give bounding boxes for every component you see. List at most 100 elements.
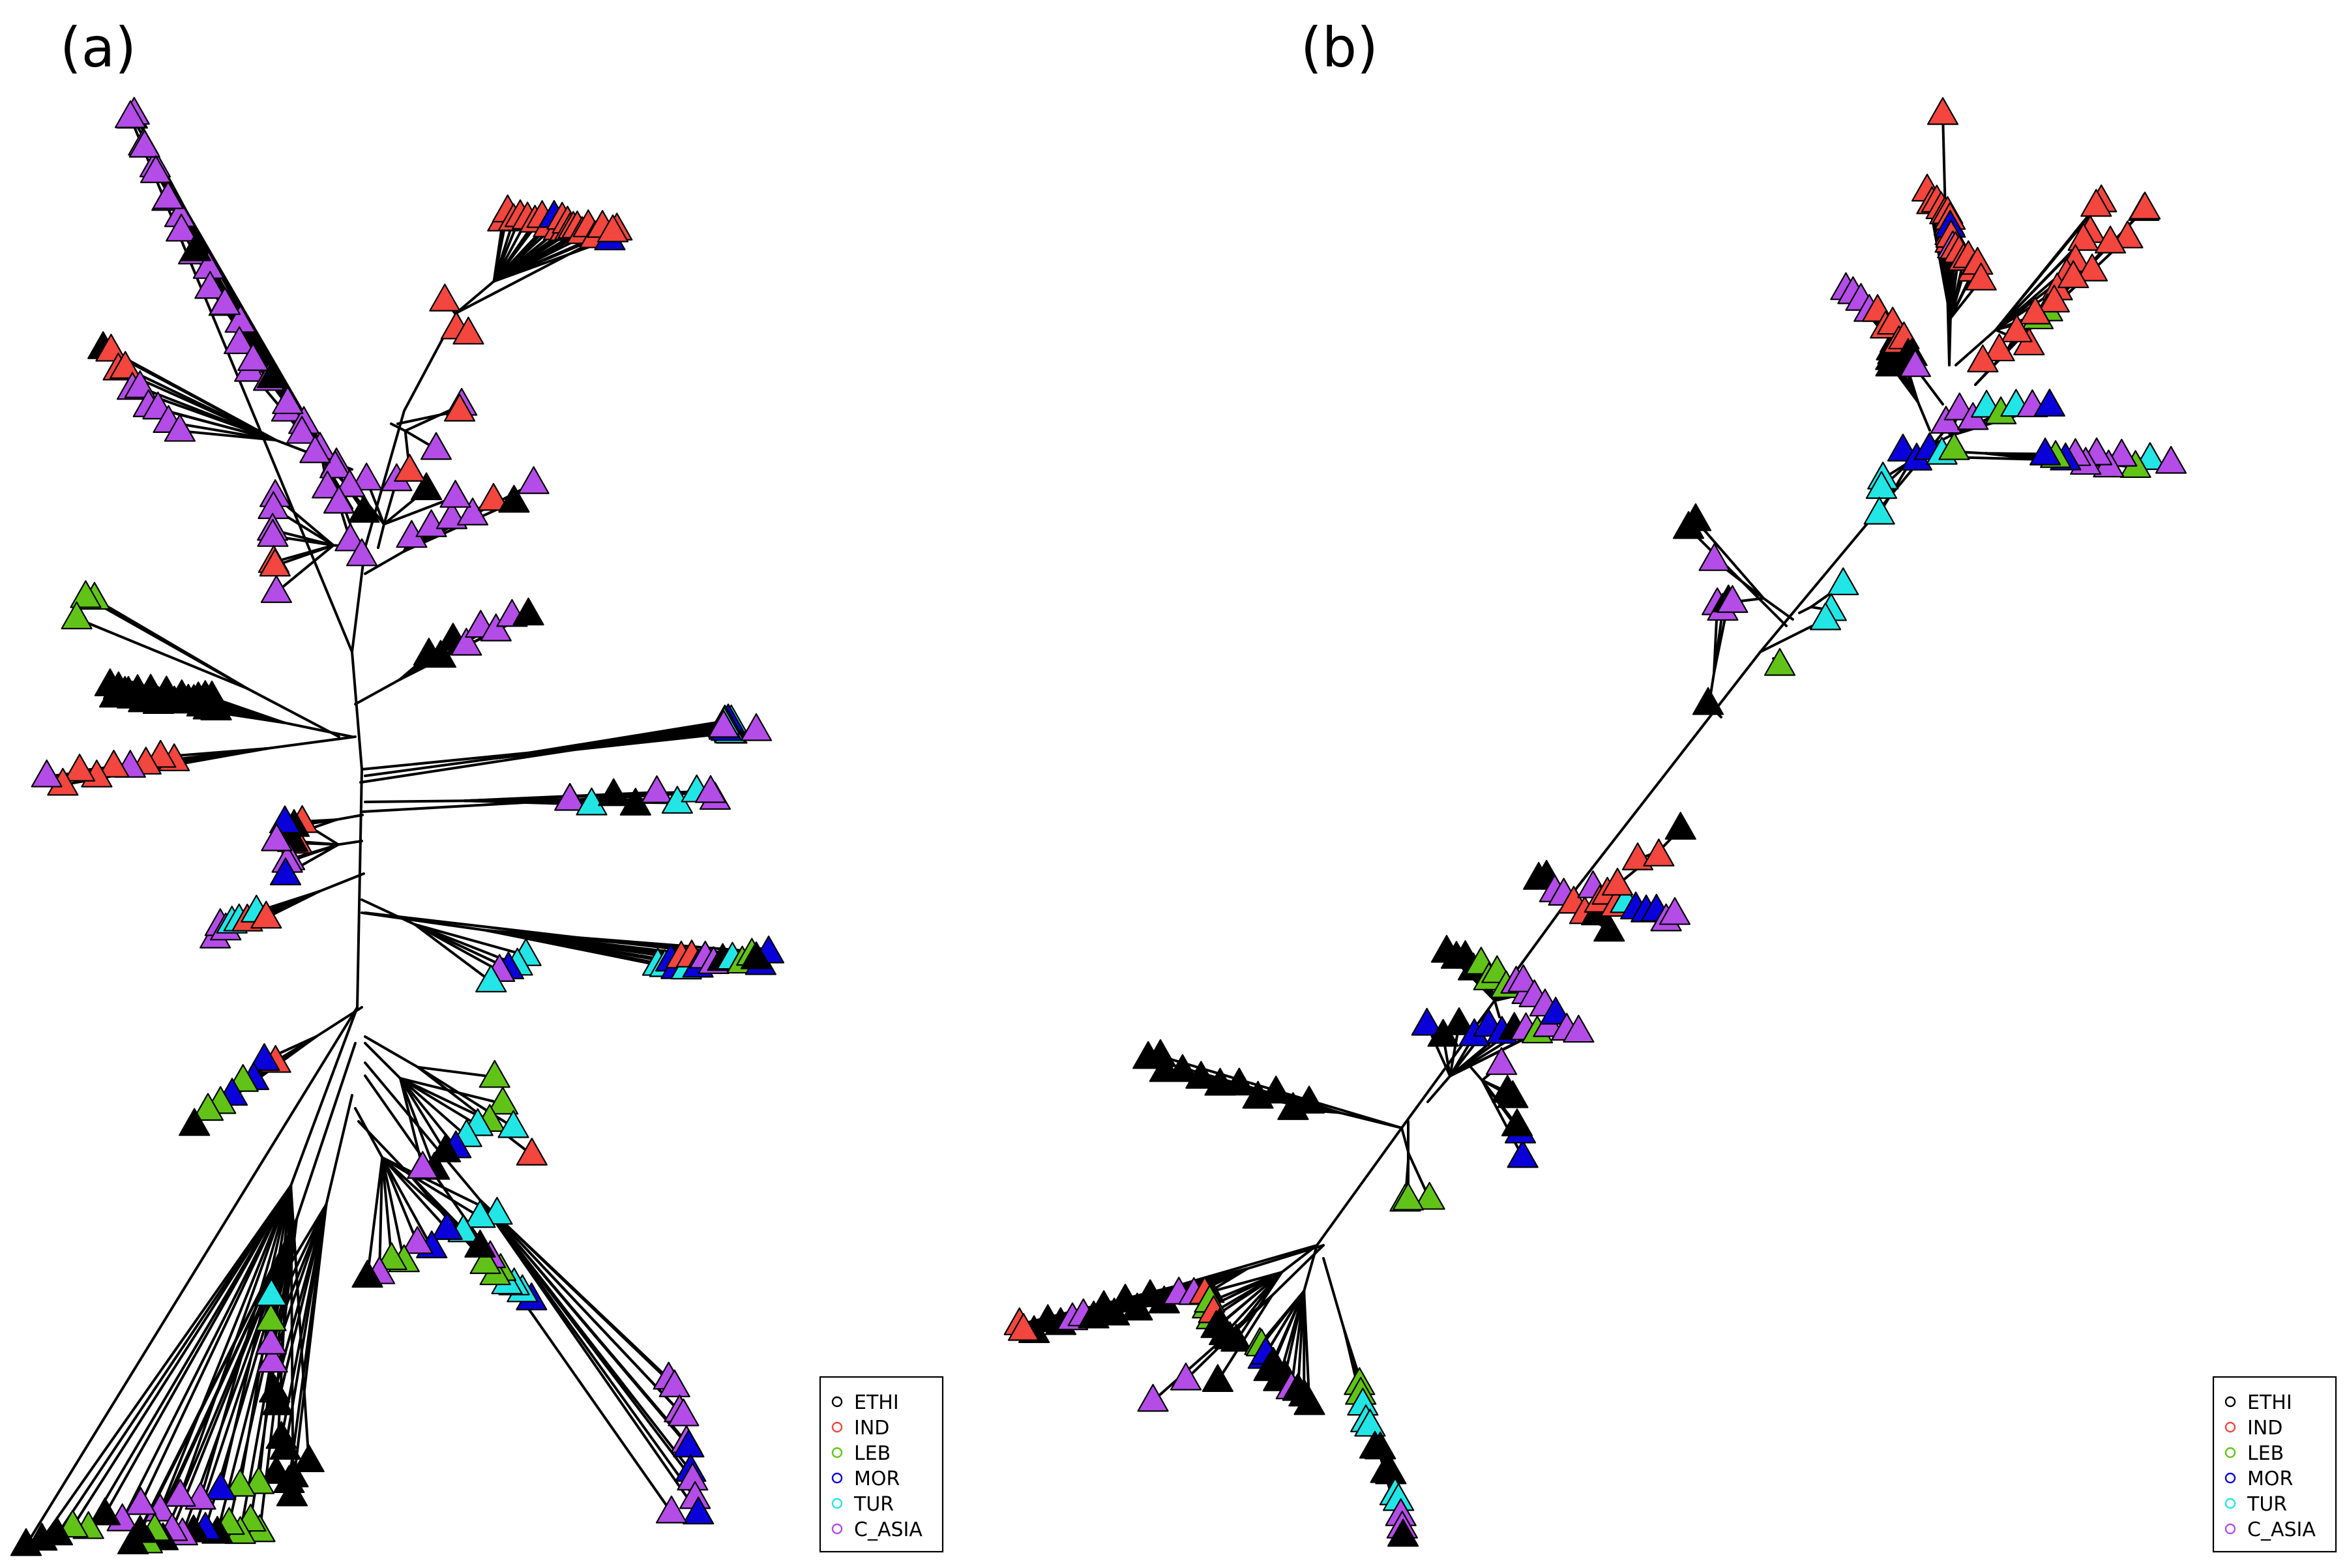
tip-c_asia-36 [256, 1344, 288, 1373]
tip-branch [399, 1077, 505, 1105]
tip-branch [413, 923, 527, 957]
panel-b-edges [1018, 113, 2172, 1537]
tip-c_asia-282 [655, 1495, 688, 1524]
clade-stem-16 [1798, 606, 1812, 614]
tip-ethi-0 [293, 1444, 325, 1473]
tip-c_asia-284 [114, 100, 147, 128]
tip-branch [270, 1203, 328, 1297]
tip-ethi-106 [1593, 913, 1625, 942]
tip-branch [1235, 1271, 1283, 1342]
tip-branch [273, 1203, 328, 1393]
tip-branch [378, 1156, 384, 1275]
legend-box [819, 1376, 944, 1553]
tip-ethi-74 [179, 1108, 211, 1136]
clade-stem-8 [1466, 1061, 1484, 1082]
tip-tur-45 [1354, 1408, 1386, 1437]
tip-mor-151 [2029, 437, 2061, 466]
tip-c_asia-227 [164, 413, 196, 442]
panel-a-label: (a) [60, 16, 136, 80]
tip-ethi-214 [1144, 1039, 1177, 1067]
tip-ethi-33 [265, 1421, 297, 1449]
tip-c_asia-126 [1717, 585, 1749, 614]
clade-stem-4 [1322, 1257, 1346, 1333]
tip-ind-217 [2129, 191, 2161, 220]
tip-ethi-49 [1375, 1456, 1407, 1485]
tip-branch [181, 1218, 298, 1536]
clade-stem-4 [357, 1120, 413, 1178]
tip-c_asia-37 [255, 1326, 287, 1355]
tip-branch [479, 1198, 700, 1515]
tip-ind-280 [452, 316, 484, 345]
tip-c_asia-194 [260, 575, 293, 603]
clade-stem-5 [364, 1042, 402, 1080]
tip-c_asia-79 [658, 1369, 690, 1398]
tip-c_asia-239 [272, 386, 304, 415]
legend-label-ethi: ETHI [854, 1391, 899, 1414]
tip-ethi-200 [498, 484, 530, 513]
tip-leb-73 [192, 1093, 224, 1121]
legend-marker-c_asia [2224, 1523, 2236, 1535]
legend-marker-mor [2224, 1472, 2236, 1484]
tip-ind-207 [2001, 314, 2033, 343]
clade-stem-9 [1493, 999, 1501, 1018]
tip-c_asia-17 [1170, 1362, 1202, 1391]
tip-branch [158, 1184, 293, 1513]
tip-leb-47 [376, 1242, 407, 1270]
tip-branch [417, 1065, 533, 1157]
tip-c_asia-93 [1507, 964, 1539, 992]
clade-stem-21 [1920, 374, 1944, 406]
tip-branch [1687, 527, 1788, 627]
legend-label-c_asia: C_ASIA [854, 1518, 923, 1541]
tip-branch [1218, 1271, 1283, 1327]
clade-stem-7 [364, 1035, 419, 1069]
tip-ethi-60 [1223, 1067, 1255, 1096]
tip-ind-203 [2076, 253, 2108, 282]
tip-branch [1994, 204, 2098, 331]
tip-c_asia-242 [312, 470, 344, 499]
tip-c_asia-116 [1659, 896, 1691, 925]
tip-branch [359, 726, 725, 784]
tip-branch [288, 1203, 328, 1484]
tip-ethi-49 [351, 1260, 383, 1288]
tip-c_asia-218 [2155, 445, 2187, 474]
tip-ethi-35 [259, 1374, 291, 1403]
legend-marker-ind [831, 1421, 843, 1433]
tip-ethi-47 [1365, 1431, 1396, 1460]
tip-ethi-187 [512, 597, 544, 626]
tip-ethi-11 [89, 1497, 121, 1526]
tip-ethi-128 [598, 778, 630, 806]
clade-stem-0 [289, 1006, 359, 1187]
tip-c_asia-245 [346, 538, 378, 567]
clade-stem-11 [318, 872, 365, 893]
tip-ethi-64 [1293, 1086, 1325, 1114]
legend-label-mor: MOR [854, 1468, 900, 1490]
tip-c_asia-183 [450, 627, 482, 656]
tip-ethi-31 [273, 1465, 305, 1494]
tip-tur-211 [1865, 471, 1898, 499]
clade-stem-10 [361, 898, 416, 926]
tip-branch [274, 544, 335, 594]
tip-branch [399, 1077, 447, 1153]
tip-c_asia-125 [1698, 543, 1730, 571]
tip-c_asia-253 [209, 287, 241, 316]
tip-c_asia-45 [402, 1226, 434, 1254]
tip-c_asia-254 [224, 326, 256, 355]
tip-branch [399, 1077, 468, 1138]
tip-leb-38 [255, 1303, 287, 1331]
tip-mor-141 [2033, 389, 2065, 417]
tip-c_asia-66 [407, 1151, 439, 1179]
tip-mor-96 [1540, 996, 1572, 1025]
tip-leb-57 [469, 1246, 501, 1275]
tip-mor-87 [683, 1496, 715, 1525]
tip-branch [399, 1077, 458, 1149]
tip-ind-191 [2080, 188, 2112, 217]
tip-ind-193 [2067, 223, 2099, 251]
tip-c_asia-249 [152, 181, 184, 209]
tip-branch [161, 1218, 298, 1541]
tip-ind-77 [516, 1138, 548, 1166]
tip-ind-209 [1967, 344, 1999, 373]
tip-branch [132, 1218, 298, 1545]
